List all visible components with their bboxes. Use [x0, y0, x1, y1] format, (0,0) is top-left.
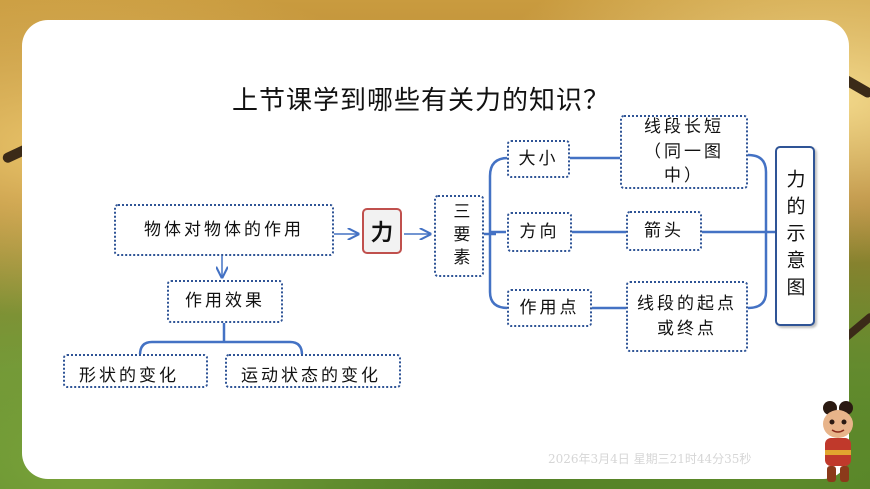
node-three-elements: 三要素: [434, 195, 484, 277]
node-object-action: 物体对物体的作用: [114, 204, 334, 256]
node-segment-endpoint: 线段的起点或终点: [626, 281, 748, 352]
node-direction: 方向: [507, 212, 572, 252]
node-motion-change: 运动状态的变化: [225, 354, 401, 388]
timestamp: 2026年3月4日 星期三21时44分35秒: [548, 452, 752, 466]
node-force: 力: [362, 208, 402, 254]
node-point: 作用点: [507, 289, 592, 327]
node-segment-length: 线段长短（同一图中）: [620, 115, 748, 189]
node-force-diagram: 力的示意图: [775, 146, 815, 326]
mascot-character-icon: [823, 401, 853, 482]
node-magnitude: 大小: [507, 140, 570, 178]
node-effect: 作用效果: [167, 280, 283, 323]
node-arrow: 箭头: [626, 211, 702, 251]
node-shape-change: 形状的变化: [63, 354, 208, 388]
slide-title: 上节课学到哪些有关力的知识？: [232, 86, 611, 116]
